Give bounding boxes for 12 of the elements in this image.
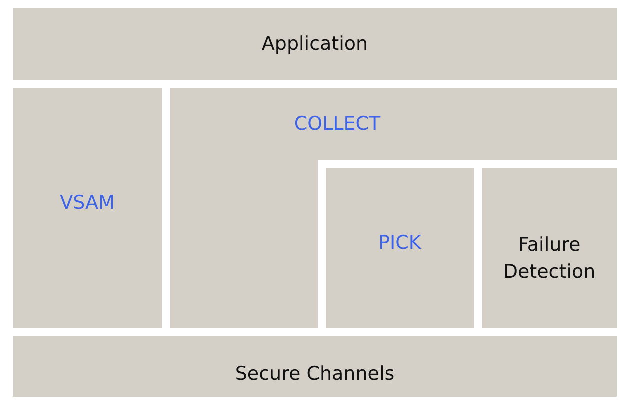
layer-box bbox=[13, 8, 617, 80]
layer-label: Secure Channels bbox=[235, 362, 395, 387]
layer-label: PICK bbox=[378, 230, 422, 256]
layer-label: Failure Detection bbox=[502, 233, 597, 285]
layer-label: Application bbox=[262, 32, 368, 57]
layer-box bbox=[326, 168, 474, 328]
layer-box bbox=[13, 336, 617, 397]
layer-box bbox=[170, 88, 617, 328]
layer-box bbox=[482, 168, 617, 328]
layer-label: COLLECT bbox=[294, 112, 381, 137]
layer-box bbox=[13, 88, 162, 328]
layer-label: VSAM bbox=[60, 190, 115, 216]
